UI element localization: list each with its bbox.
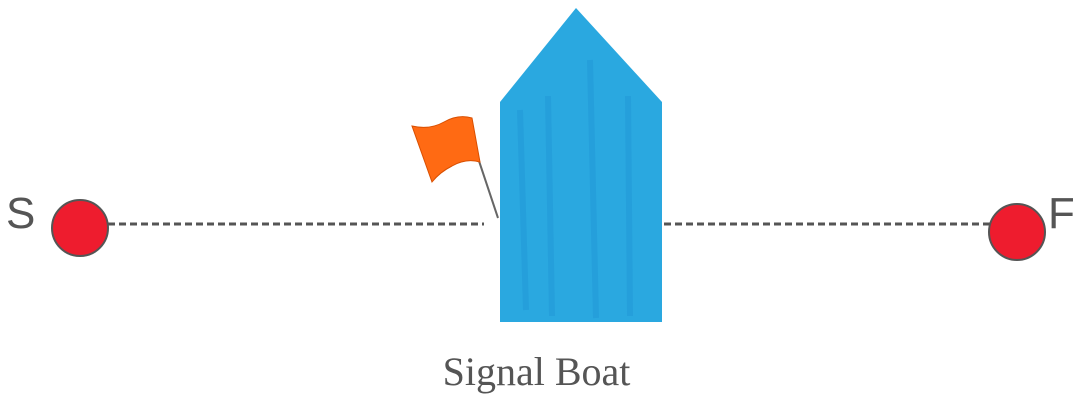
orange-flag-icon <box>412 117 480 182</box>
signal-boat-label: Signal Boat <box>0 352 1073 392</box>
signal-boat-icon <box>500 8 662 322</box>
finish-label: F <box>1048 192 1073 236</box>
start-label: S <box>6 192 35 236</box>
finish-buoy-icon <box>989 204 1045 260</box>
start-buoy-icon <box>52 200 108 256</box>
